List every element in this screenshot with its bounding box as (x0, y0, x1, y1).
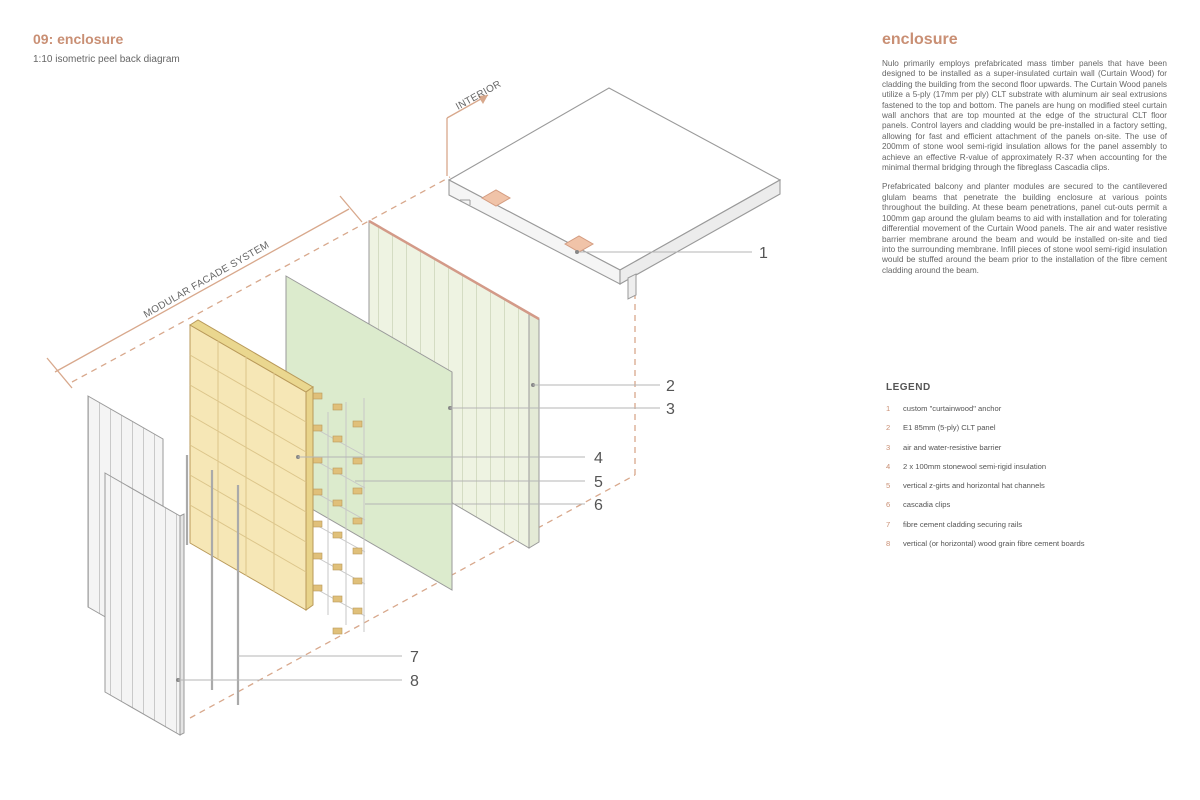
curtainwood-anchor (480, 189, 595, 254)
callout-2: 2 (666, 378, 675, 395)
callout-4: 4 (594, 450, 603, 467)
description-column: enclosure Nulo primarily employs prefabr… (882, 31, 1167, 285)
legend-label: 2 x 100mm stonewool semi-rigid insulatio… (903, 461, 1047, 471)
legend-number: 1 (886, 404, 891, 413)
legend-label: cascadia clips (903, 500, 951, 510)
legend-item: 1 custom "curtainwood" anchor (886, 404, 1176, 423)
callout-6: 6 (594, 497, 603, 514)
legend-label: fibre cement cladding securing rails (903, 519, 1023, 529)
callout-3: 3 (666, 401, 675, 418)
callout-leaders (178, 251, 752, 681)
legend-item: 5 vertical z-girts and horizontal hat cha… (886, 481, 1176, 500)
modular-facade-label: MODULAR FACADE SYSTEM (142, 240, 271, 321)
legend-number: 7 (886, 519, 891, 529)
legend-label: vertical z-girts and horizontal hat chan… (903, 481, 1045, 491)
isometric-diagram: INTERIOR MODULAR FACADE SYSTEM (46, 79, 782, 736)
description-paragraph-1: Nulo primarily employs prefabricated mas… (882, 59, 1167, 173)
legend-label: air and water-resistive barrier (903, 442, 1002, 452)
interior-label: INTERIOR (454, 79, 503, 113)
cladding-rails (185, 455, 240, 705)
legend-number: 4 (886, 461, 891, 471)
legend-item: 4 2 x 100mm stonewool semi-rigid insulati… (886, 462, 1176, 481)
legend-number: 6 (886, 500, 891, 510)
legend-item: 8 vertical (or horizontal) wood grain fib… (886, 539, 1176, 558)
callout-7: 7 (410, 649, 419, 666)
legend-item: 2 E1 85mm (5-ply) CLT panel (886, 423, 1176, 442)
legend-number: 3 (886, 442, 891, 452)
callout-1: 1 (759, 245, 768, 262)
legend-number: 8 (886, 539, 891, 549)
legend-title: LEGEND (886, 382, 931, 393)
description-paragraph-2: Prefabricated balcony and planter module… (882, 182, 1167, 275)
floor-slab (447, 87, 782, 300)
stonewool-insulation (189, 319, 314, 611)
legend-list: 1 custom "curtainwood" anchor 2 E1 85mm (5… (886, 404, 1176, 558)
legend-label: custom "curtainwood" anchor (903, 404, 1002, 413)
legend-label: vertical (or horizontal) wood grain fibr… (903, 539, 1085, 549)
legend-label: E1 85mm (5-ply) CLT panel (903, 423, 996, 433)
cascadia-clips (312, 392, 363, 635)
sheet-title: 09: enclosure (33, 31, 124, 47)
cladding-boards (87, 395, 185, 736)
callout-8: 8 (410, 673, 419, 690)
legend-number: 5 (886, 481, 891, 491)
legend-number: 2 (886, 423, 891, 433)
sheet-subtitle: 1:10 isometric peel back diagram (33, 54, 180, 65)
section-heading: enclosure (882, 31, 958, 48)
legend-item: 7 fibre cement cladding securing rails (886, 520, 1176, 539)
legend-item: 6 cascadia clips (886, 500, 1176, 519)
callout-5: 5 (594, 474, 603, 491)
legend-item: 3 air and water-resistive barrier (886, 443, 1176, 462)
